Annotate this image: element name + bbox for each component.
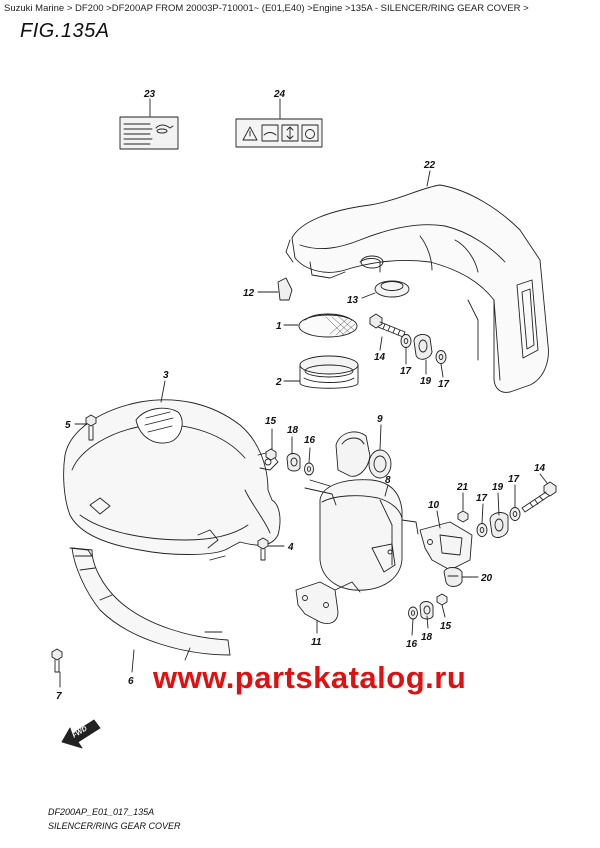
watermark: www.partskatalog.ru	[153, 660, 467, 695]
bolt-14a	[369, 313, 406, 338]
collar-16a	[304, 462, 314, 476]
breadcrumb[interactable]: Suzuki Marine > DF200 >DF200AP FROM 2000…	[4, 3, 529, 14]
resonator-8	[304, 479, 419, 591]
hose-elbow-9	[335, 431, 392, 479]
grommet-19a	[413, 334, 433, 360]
grommet-18a	[286, 453, 301, 472]
bolt-21	[457, 510, 469, 523]
callout-17b[interactable]: 17	[438, 379, 450, 390]
plug-12	[277, 277, 293, 301]
bolt-14b	[521, 481, 557, 513]
callout-23[interactable]: 23	[143, 89, 156, 100]
callout-7[interactable]: 7	[56, 691, 62, 702]
callout-16a[interactable]: 16	[304, 435, 316, 446]
caution-label-24	[235, 118, 323, 148]
callout-3[interactable]: 3	[163, 370, 169, 381]
washer-17a	[400, 334, 412, 348]
grommet-18b	[419, 601, 434, 620]
washer-17d	[509, 507, 521, 521]
callout-21[interactable]: 21	[456, 482, 469, 493]
callout-17d[interactable]: 17	[508, 474, 520, 485]
callout-16b[interactable]: 16	[406, 639, 418, 650]
callout-14b[interactable]: 14	[534, 463, 546, 474]
callout-15b[interactable]: 15	[440, 621, 452, 632]
callout-22[interactable]: 22	[423, 160, 436, 171]
label-sticker-23	[119, 116, 179, 150]
bracket-10	[419, 521, 473, 571]
callout-14a[interactable]: 14	[374, 352, 386, 363]
callout-labels: 23 24 22 12 13 1 14 17 19 17 2 3 5 15 18…	[56, 89, 546, 702]
washer-17c	[476, 523, 488, 537]
bolt-4	[257, 537, 269, 561]
grommet-19b	[489, 512, 509, 538]
ring-gear-guard-6	[69, 547, 231, 661]
callout-8[interactable]: 8	[385, 475, 391, 486]
callout-17a[interactable]: 17	[400, 366, 412, 377]
callout-15a[interactable]: 15	[265, 416, 277, 427]
callout-5[interactable]: 5	[65, 420, 71, 431]
diagram-name: SILENCER/RING GEAR COVER	[48, 821, 181, 831]
silencer-22	[285, 184, 549, 393]
callout-4[interactable]: 4	[287, 542, 294, 553]
callout-20[interactable]: 20	[480, 573, 493, 584]
figure-title: FIG.135A	[20, 20, 110, 42]
diagram-code: DF200AP_E01_017_135A	[48, 807, 155, 817]
bolt-7	[51, 648, 63, 673]
callout-2[interactable]: 2	[275, 377, 282, 388]
callout-24[interactable]: 24	[273, 89, 286, 100]
callout-10[interactable]: 10	[428, 500, 440, 511]
grommet-13	[374, 280, 410, 298]
callout-18a[interactable]: 18	[287, 425, 299, 436]
seal-ring-2	[299, 355, 359, 389]
bolt-15a	[265, 448, 277, 461]
callout-6[interactable]: 6	[128, 676, 134, 687]
collar-16b	[408, 606, 418, 620]
callout-11[interactable]: 11	[311, 637, 322, 648]
fwd-arrow-icon	[61, 719, 101, 749]
callout-12[interactable]: 12	[243, 288, 255, 299]
callout-17c[interactable]: 17	[476, 493, 488, 504]
callout-19b[interactable]: 19	[492, 482, 504, 493]
ring-gear-cover-3	[63, 399, 281, 555]
bracket-11	[295, 581, 361, 624]
callout-18b[interactable]: 18	[421, 632, 433, 643]
callout-1[interactable]: 1	[276, 321, 282, 332]
clip-20	[443, 567, 463, 587]
callout-19a[interactable]: 19	[420, 376, 432, 387]
bolt-5	[85, 414, 97, 441]
bolt-15b	[436, 593, 448, 606]
callout-13[interactable]: 13	[347, 295, 359, 306]
washer-17b	[435, 350, 447, 364]
callout-9[interactable]: 9	[377, 414, 383, 425]
screen-1	[298, 313, 358, 338]
